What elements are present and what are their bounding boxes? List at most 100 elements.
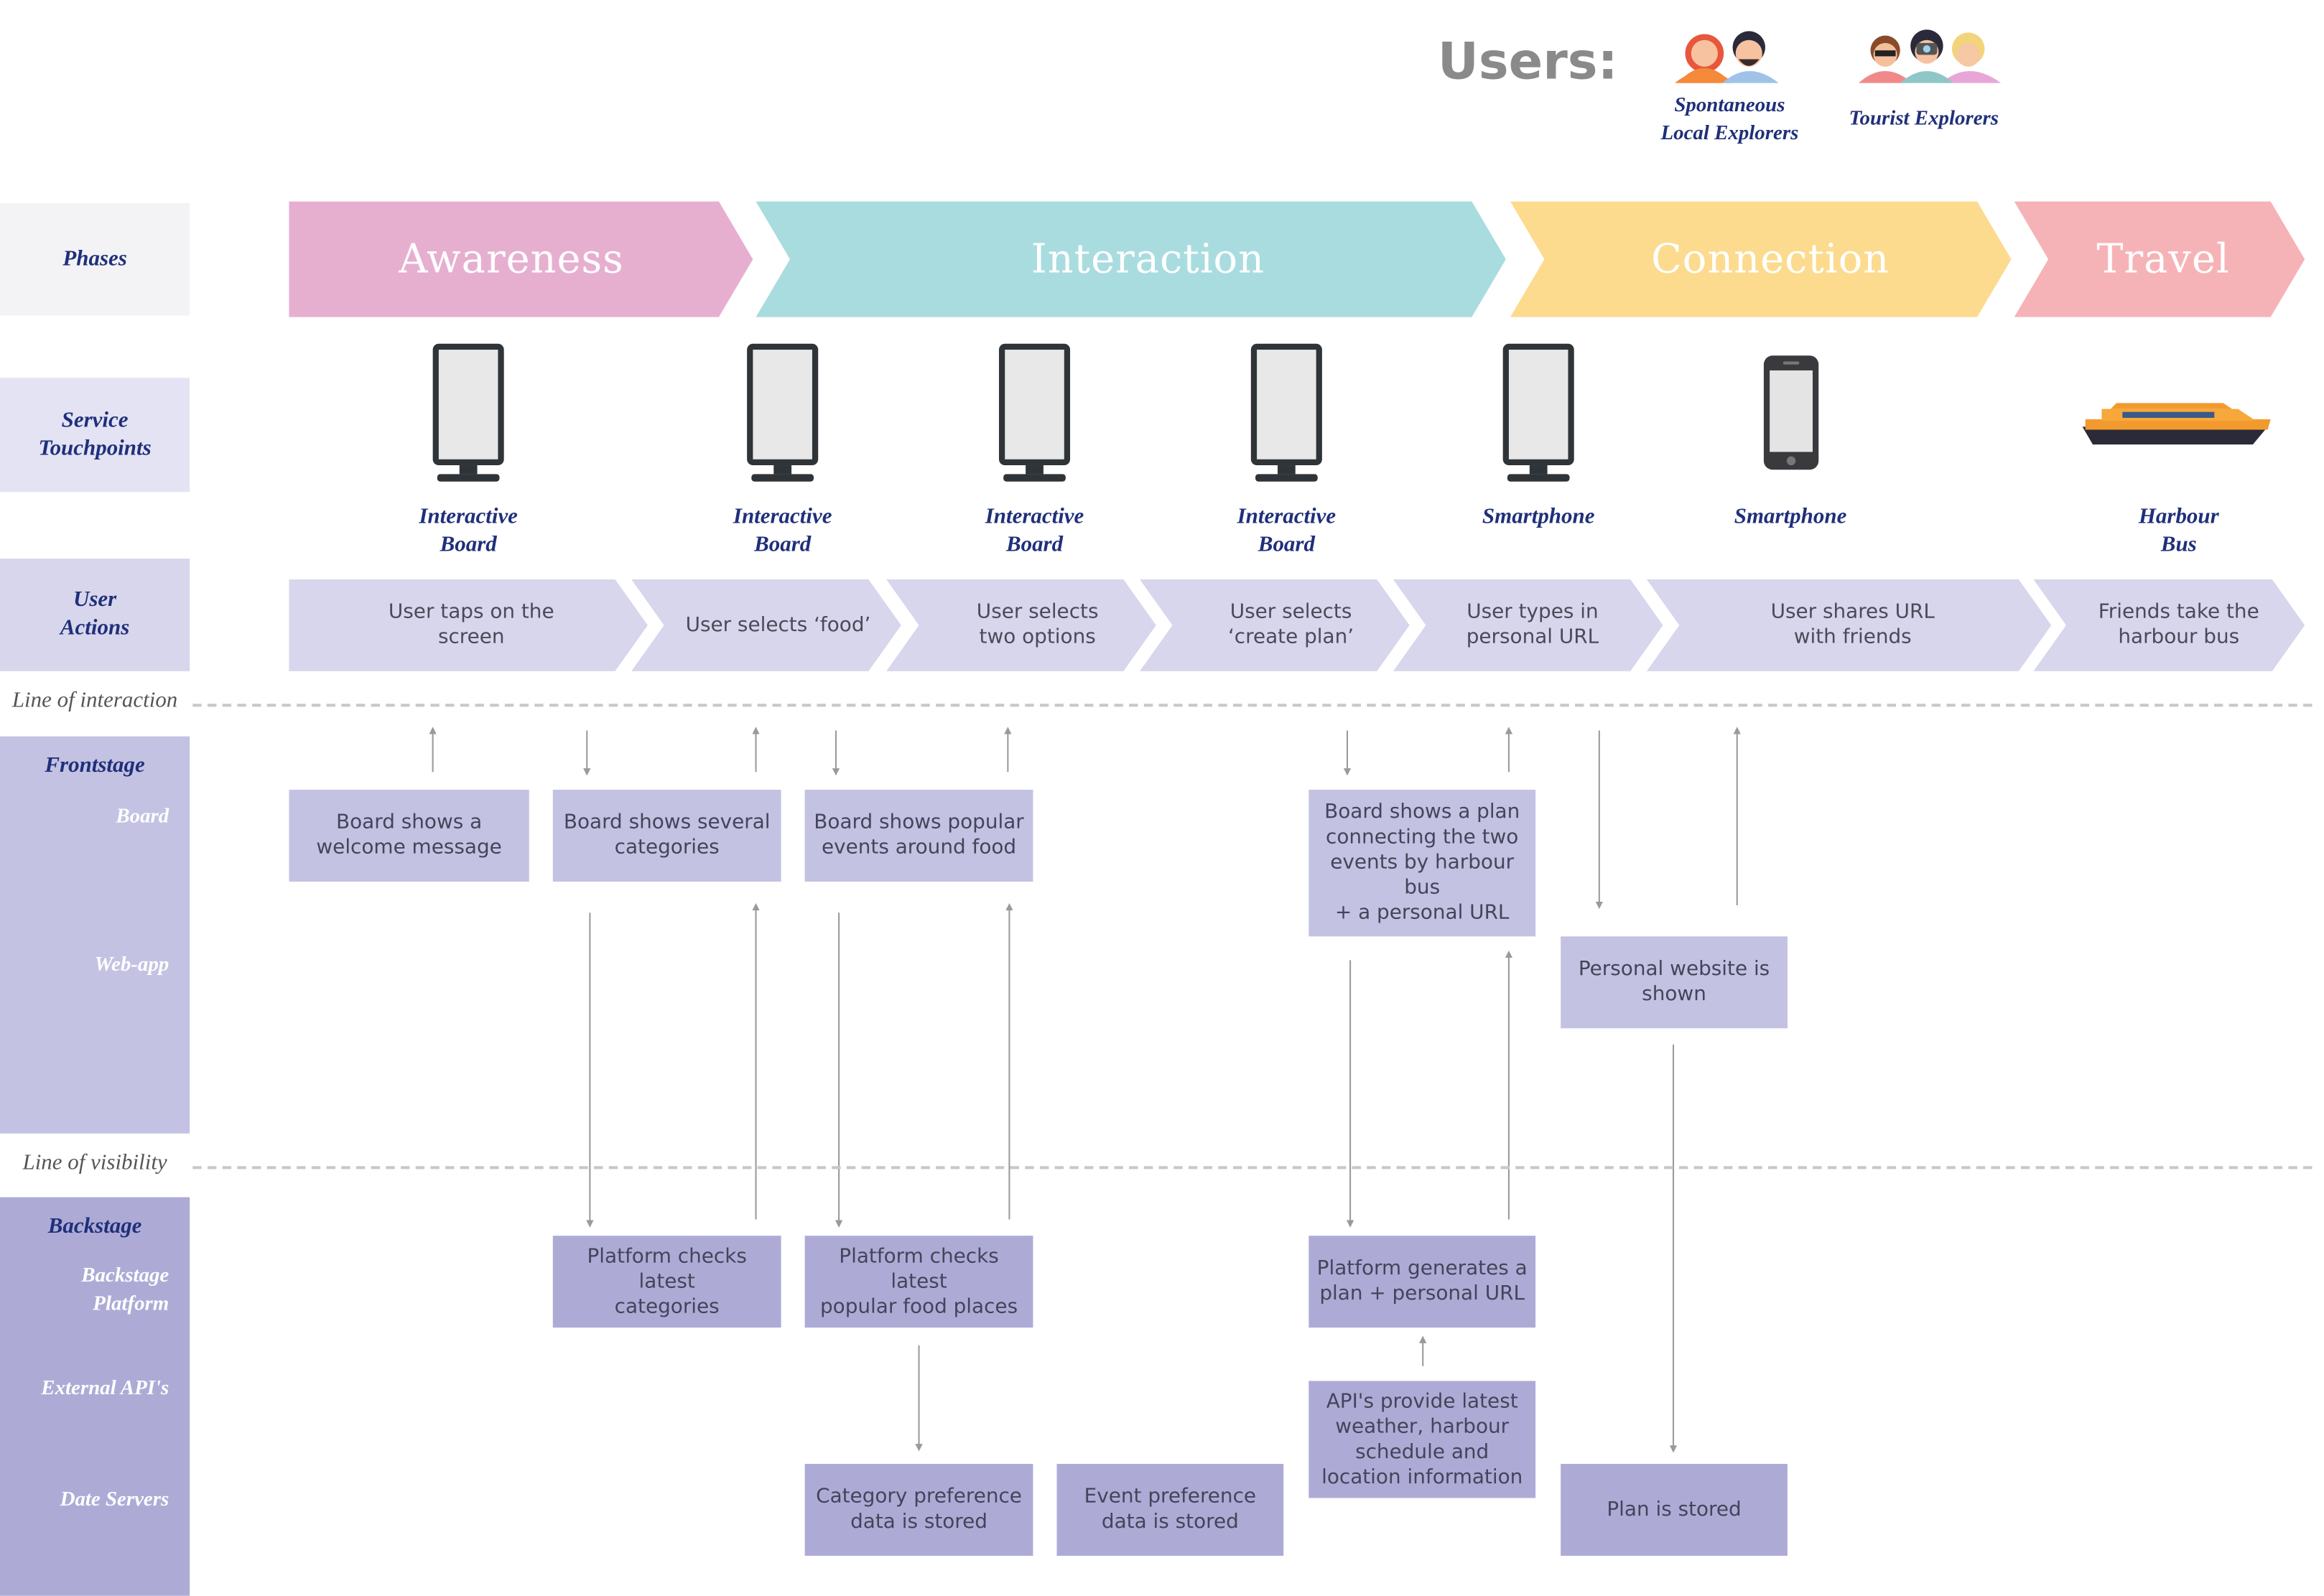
user-action-line: User selects [1230,599,1352,624]
action-chevron [1646,579,2052,671]
persona-label-line: Local Explorers [1660,123,1799,146]
box-line: data is stored [1101,1509,1239,1534]
data-server-box-plan: Plan is stored [1561,1464,1788,1556]
user-action-line: User selects [976,599,1099,624]
box-line: shown [1642,982,1706,1007]
external-api-box: API's provide latest weather, harbour sc… [1309,1381,1536,1498]
user-action: User types in personal URL [1414,579,1651,671]
phase-awareness: Awareness [399,236,624,283]
touchpoint-label-line: Interactive [985,505,1084,529]
touchpoint-label: Smartphone [1701,504,1879,532]
touchpoint-label-line: Board [1005,533,1064,557]
box-line: Board shows several [563,810,771,834]
box-line: popular food places [819,1294,1018,1318]
action-chevron [2033,579,2305,671]
row-header-label: Service [61,408,129,432]
frontstage-header-block [0,736,190,1134]
box-line: Board shows popular [814,810,1024,834]
phase-travel: Travel [2096,236,2230,283]
box-line: Platform checks latest [839,1243,999,1293]
user-action-line: ‘create plan’ [1227,625,1354,649]
box-line: welcome message [316,835,502,859]
line-of-visibility-label: Line of visibility [22,1151,167,1175]
harbour-bus-icon [2082,403,2271,445]
box-line: categories [614,1294,720,1318]
line-of-interaction-label: Line of interaction [11,689,178,713]
box-line: Board shows a [335,810,483,834]
user-action-line: personal URL [1466,625,1599,649]
box-line: Board shows a plan [1324,800,1520,824]
touchpoint-label-line: Smartphone [1482,505,1595,529]
user-action: User taps on the screen [338,579,605,671]
users-title: Users: [1437,32,1618,92]
kiosk-board-icon [1502,343,1574,482]
sublabel-line: Backstage [81,1265,169,1288]
touchpoint-label-line: Board [754,533,812,557]
box-line: plan + personal URL [1319,1282,1525,1306]
box-line: events by harbour bus [1330,850,1515,900]
phase-chevron-connection [1510,201,2012,317]
user-action: User selects ‘food’ [664,579,893,671]
user-action-line: User types in [1467,599,1599,624]
board-sublabel: Board [116,806,169,829]
box-line: events around food [821,835,1017,859]
box-line: + a personal URL [1334,900,1510,925]
box-line: Event preference [1084,1484,1257,1508]
line-of-visibility [192,1166,2313,1170]
action-chevron [631,579,901,671]
user-action: User selects ‘create plan’ [1172,579,1409,671]
touchpoint-label-line: Board [440,533,497,557]
box-line: API's provide latest [1326,1389,1518,1413]
persona-label-line: Spontaneous [1674,95,1785,118]
row-header-label: User [73,588,117,612]
persona-label-line: Tourist Explorers [1849,108,1999,131]
persona-label-tourist: Tourist Explorers [1826,106,2022,134]
touchpoint-label-line: Interactive [733,505,832,529]
box-line: Platform checks latest [587,1243,747,1293]
touchpoint-label-line: Smartphone [1734,505,1847,529]
phase-chevron-travel [2014,201,2305,317]
row-header-label: Actions [60,616,130,640]
phase-connection: Connection [1651,236,1890,283]
local-couple-icon [1675,31,1779,83]
user-action-line: User taps on the [388,599,554,624]
smartphone-icon [1763,355,1819,470]
phase-chevron-interaction [756,201,1506,317]
box-line: Plan is stored [1607,1497,1742,1521]
frontstage-box-popular-events: Board shows popular events around food [804,789,1033,882]
touchpoint-label-line: Harbour [2138,505,2219,529]
user-action-line: Friends take the [2098,599,2259,624]
action-chevron [289,579,648,671]
row-header-label: Touchpoints [38,436,152,460]
action-chevron [1140,579,1410,671]
data-server-box-event: Event preference data is stored [1056,1464,1284,1556]
frontstage-box-welcome: Board shows a welcome message [289,789,529,882]
phase-chevron-awareness [289,201,753,317]
box-line: categories [614,835,720,859]
row-header-phases: Phases [0,202,190,316]
data-server-box-category: Category preference data is stored [804,1464,1033,1556]
box-line: Category preference [816,1484,1022,1508]
user-action: Friends take the harbour bus [2066,579,2292,671]
sublabel-line: Platform [93,1293,169,1316]
box-line: weather, harbour [1335,1414,1510,1438]
action-chevron [1393,579,1663,671]
persona-label-local: Spontaneous Local Explorers [1633,92,1826,148]
user-action-line: screen [437,625,505,649]
frontstage-box-categories: Board shows several categories [552,789,781,882]
user-action-line: with friends [1793,625,1912,649]
box-line: Personal website is [1578,957,1770,981]
kiosk-board-icon [998,343,1071,482]
kiosk-board-icon [1250,343,1322,482]
row-header-label: Phases [62,246,127,271]
user-action: User selects two options [919,579,1156,671]
user-action-line: harbour bus [2118,625,2240,649]
backstage-box-check-food-places: Platform checks latest popular food plac… [804,1236,1033,1328]
touchpoint-label: Harbour Bus [2090,504,2268,560]
tourist-group-icon [1858,29,2002,83]
user-action-line: two options [979,625,1096,649]
box-line: Platform generates a [1316,1256,1528,1281]
box-line: data is stored [850,1509,987,1534]
user-action-line: User shares URL [1770,599,1935,624]
